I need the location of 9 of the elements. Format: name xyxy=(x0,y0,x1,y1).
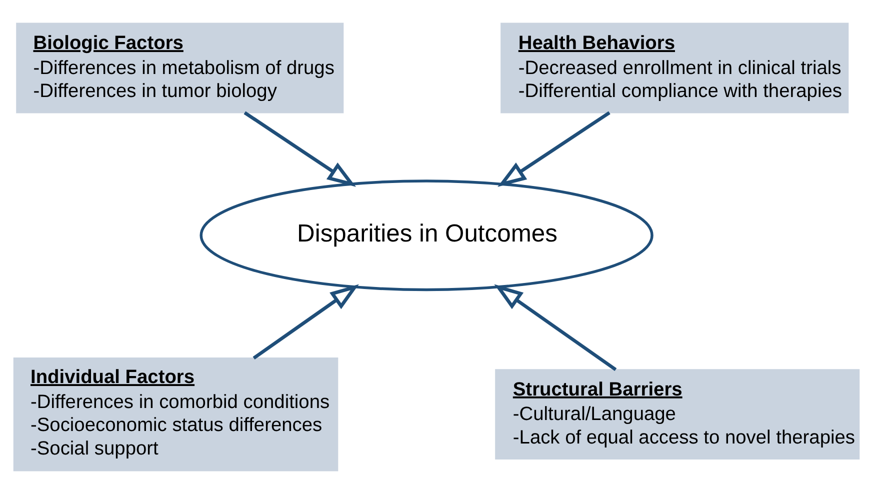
arrow xyxy=(244,110,356,186)
arrow xyxy=(494,284,617,371)
arrow xyxy=(498,110,610,186)
arrow xyxy=(252,284,359,360)
node-box: Health Behaviors -Decreased enrollment in clinical trials -Differential compliance with therapies xyxy=(500,22,849,113)
node-box: Structural Barriers -Cultural/Language -Lack of equal access to novel therapies xyxy=(495,368,860,460)
node-box: Individual Factors -Differences in comorbid conditions -Socioeconomic status differences -Social support xyxy=(13,356,338,471)
node-box: Biologic Factors -Differences in metabolism of drugs -Differences in tumor biology xyxy=(16,22,344,113)
node-ellipse: Disparities in Outcomes xyxy=(200,179,654,291)
